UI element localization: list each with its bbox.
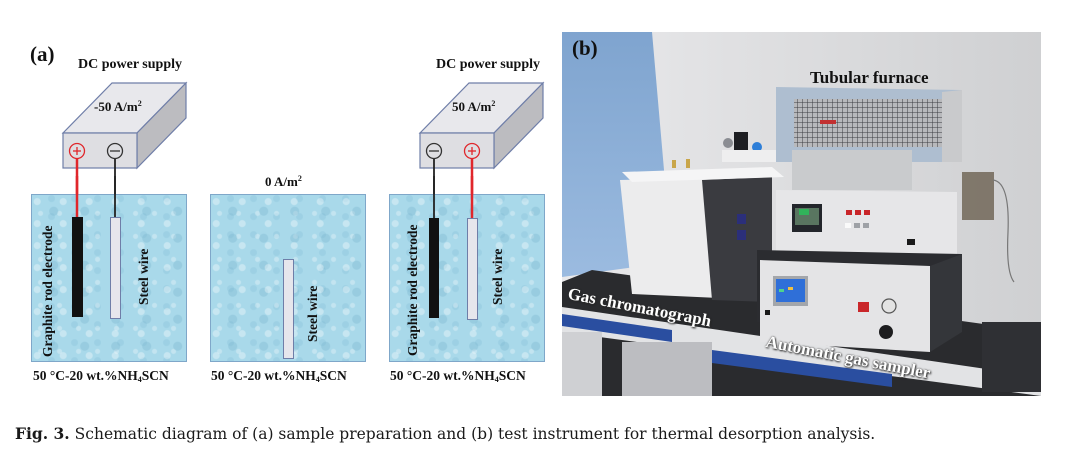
steel-wire-label: Steel wire bbox=[490, 248, 505, 305]
solution-condition-label: 50 °C-20 wt.%NH4SCN bbox=[390, 368, 526, 384]
steel-wire-electrode bbox=[467, 218, 478, 320]
caption-text: Schematic diagram of (a) sample preparat… bbox=[74, 425, 876, 443]
power-supply-title: DC power supply bbox=[78, 57, 182, 72]
figure-caption: Fig. 3. Schematic diagram of (a) sample … bbox=[15, 424, 875, 443]
gas-regulator bbox=[722, 132, 782, 162]
figure-number: Fig. 3. bbox=[15, 424, 70, 443]
current-density-label: 0 A/m2 bbox=[265, 174, 302, 189]
panel-a-label: (a) bbox=[30, 42, 55, 66]
steel-wire-electrode bbox=[110, 217, 121, 319]
steel-wire-label: Steel wire bbox=[136, 248, 151, 305]
automatic-gas-sampler-unit bbox=[757, 250, 962, 352]
steel-wire-label: Steel wire bbox=[305, 285, 320, 342]
dc-power-supply-box bbox=[61, 81, 188, 198]
current-density-label: 50 A/m2 bbox=[452, 99, 496, 114]
solution-condition-label: 50 °C-20 wt.%NH4SCN bbox=[211, 368, 347, 384]
graphite-rod-electrode bbox=[72, 217, 83, 317]
negative-terminal-icon bbox=[106, 142, 124, 160]
current-density-label: -50 A/m2 bbox=[94, 99, 142, 114]
solution-condition-label: 50 °C-20 wt.%NH4SCN bbox=[33, 368, 169, 384]
tubular-furnace-unit bbox=[776, 87, 1015, 283]
instrument-photo: (b) Tubular furnace Gas chromatograph Au… bbox=[562, 32, 1041, 396]
dc-power-supply-box bbox=[418, 81, 545, 198]
electrode-wires bbox=[75, 176, 116, 219]
negative-terminal-icon bbox=[425, 142, 443, 160]
gas-chromatograph-unit bbox=[620, 159, 784, 302]
graphite-electrode-label: Graphite rod electrode bbox=[40, 225, 55, 357]
power-supply-title: DC power supply bbox=[436, 57, 540, 72]
electrolyte-tank bbox=[389, 194, 545, 362]
graphite-electrode-label: Graphite rod electrode bbox=[405, 224, 420, 356]
steel-wire-electrode bbox=[283, 259, 294, 359]
graphite-rod-electrode bbox=[429, 218, 439, 318]
panel-b-label: (b) bbox=[572, 36, 598, 60]
photo-scene bbox=[562, 32, 1041, 396]
electrolyte-tank bbox=[31, 194, 187, 362]
electrode-wires bbox=[433, 176, 474, 219]
tubular-furnace-label: Tubular furnace bbox=[810, 68, 929, 87]
positive-terminal-icon bbox=[68, 142, 86, 160]
positive-terminal-icon bbox=[463, 142, 481, 160]
